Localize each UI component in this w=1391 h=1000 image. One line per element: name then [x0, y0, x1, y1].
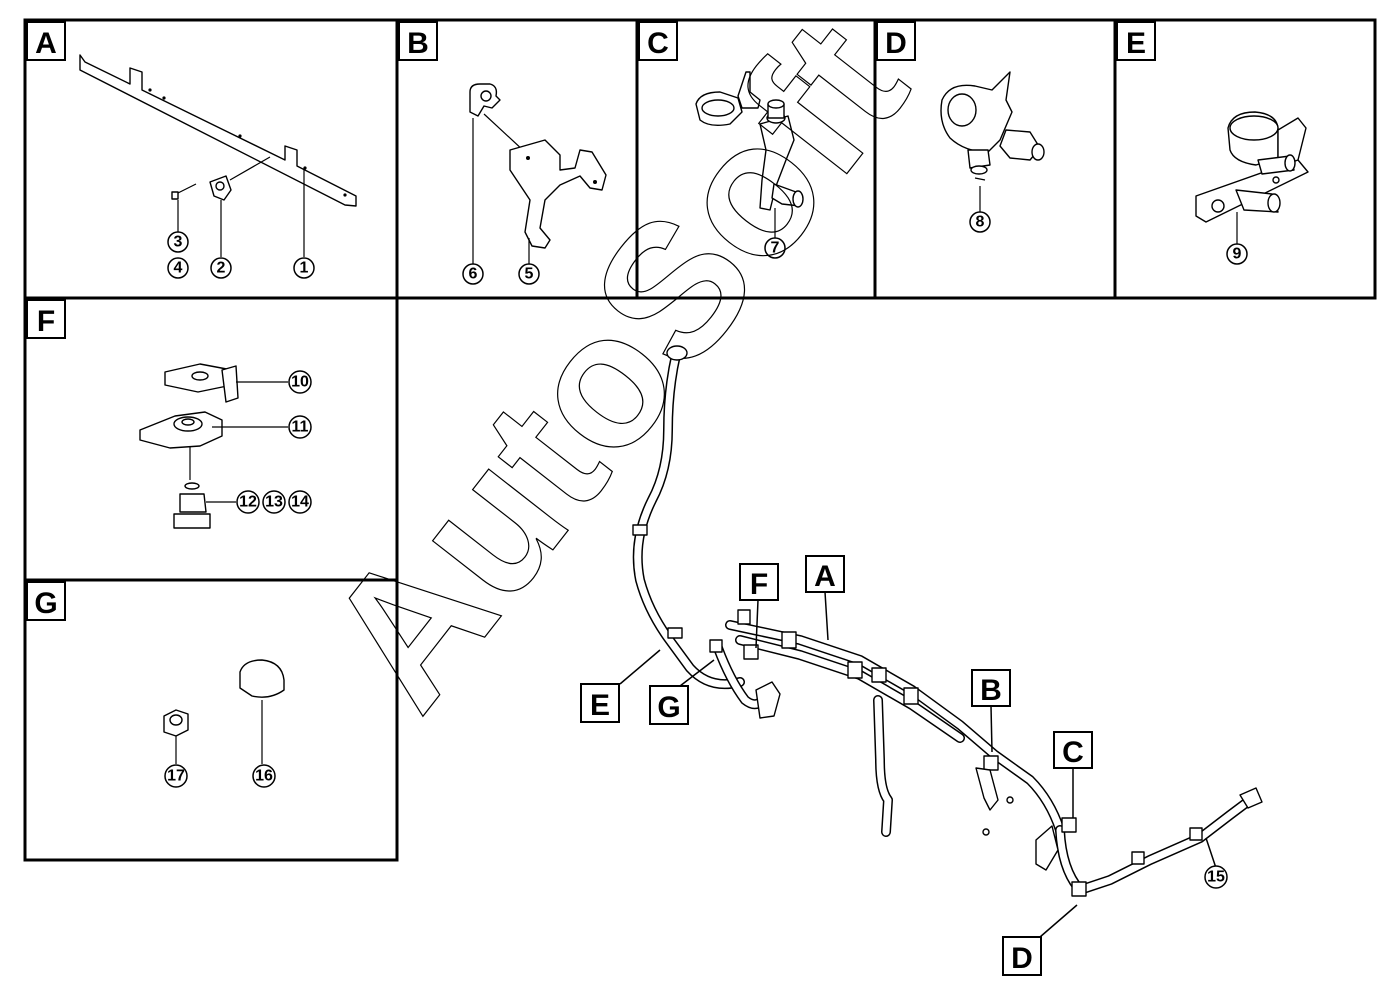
callout-2: 2 [217, 260, 226, 277]
main-callout-boxes [580, 555, 1093, 976]
main-callout-b: B [980, 674, 1002, 707]
callout-7: 7 [771, 240, 780, 257]
panel-f-drawing [139, 363, 288, 529]
callout-17: 17 [167, 768, 185, 785]
main-callout-a: A [814, 560, 836, 593]
callout-3: 3 [174, 234, 183, 251]
main-callout-d: D [1011, 942, 1033, 975]
callout-11: 11 [292, 419, 309, 436]
main-callout-e: E [590, 689, 610, 722]
panel-b-letter: B [407, 27, 429, 60]
panel-d-drawing [940, 71, 1045, 212]
panel-g-callouts: 17 16 [164, 764, 276, 788]
callout-16: 16 [255, 768, 273, 785]
panel-g-letter: G [34, 587, 57, 620]
watermark: AutoSoft [285, 0, 946, 745]
callout-5: 5 [525, 266, 534, 283]
panel-g-drawing [163, 659, 285, 764]
panel-c-letter: C [647, 27, 669, 60]
callout-10: 10 [291, 374, 309, 391]
panel-c-drawing [695, 71, 804, 238]
callout-4: 4 [174, 260, 183, 277]
callout-15: 15 [1207, 869, 1225, 886]
main-callout-f: F [750, 568, 768, 601]
main-callout-c: C [1062, 736, 1084, 769]
callout-8: 8 [976, 214, 985, 231]
panel-a-letter: A [35, 27, 57, 60]
callout-14: 14 [291, 494, 309, 511]
panel-d-callouts: 8 [969, 211, 991, 233]
panel-e-drawing [1195, 111, 1309, 244]
panel-f-callouts: 10 11 12 13 14 [236, 370, 312, 514]
main-callout-letters: F A E G B C D [590, 560, 1084, 975]
panel-b-drawing [469, 83, 607, 264]
panel-d-letter: D [885, 27, 907, 60]
callout-6: 6 [469, 266, 478, 283]
panel-a-callouts: 3 4 2 1 [167, 231, 315, 279]
panel-letter-boxes [26, 21, 1156, 621]
main-hose-assembly [632, 345, 1263, 897]
panel-c-callouts: 7 [764, 237, 786, 259]
main-callout-leaders [619, 591, 1217, 938]
panel-letters: A B C D E F G [34, 27, 1146, 620]
panel-frames [23, 18, 1377, 862]
panel-f-letter: F [37, 305, 55, 338]
panel-e-letter: E [1126, 27, 1146, 60]
panel-b-callouts: 6 5 [462, 263, 540, 285]
main-part-number: 15 [1204, 865, 1228, 889]
callout-1: 1 [300, 260, 309, 277]
callout-13: 13 [265, 494, 283, 511]
main-callout-g: G [657, 691, 680, 724]
callout-12: 12 [239, 494, 257, 511]
callout-9: 9 [1233, 246, 1242, 263]
panel-e-callouts: 9 [1226, 243, 1248, 265]
panel-a-drawing [79, 54, 357, 257]
